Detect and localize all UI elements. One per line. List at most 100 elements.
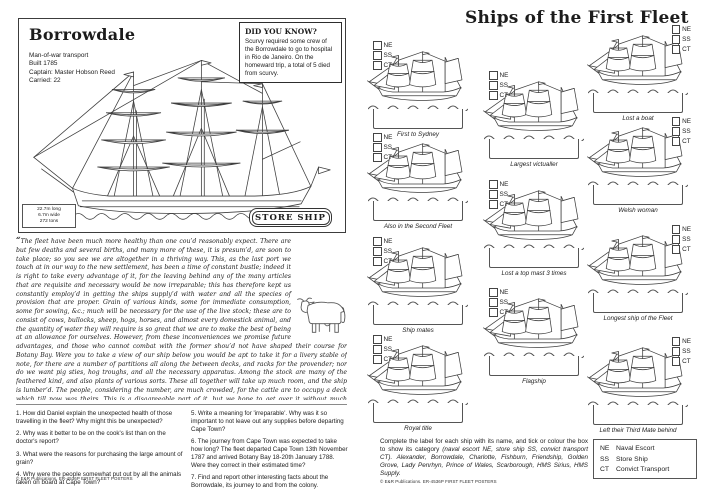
category-checkbox[interactable] bbox=[373, 335, 382, 344]
ship-name-write-box[interactable] bbox=[588, 401, 688, 425]
category-checkbox[interactable] bbox=[373, 133, 382, 142]
ship-caption: First to Sydney bbox=[397, 131, 439, 138]
page-title: Borrowdale bbox=[29, 25, 136, 44]
checkbox-row: NE bbox=[489, 180, 508, 189]
category-checkbox[interactable] bbox=[671, 225, 681, 234]
name-box-rect bbox=[489, 356, 579, 376]
category-checkbox[interactable] bbox=[671, 337, 681, 346]
category-checkbox[interactable] bbox=[489, 91, 498, 100]
text-line: 6.7m wide bbox=[38, 213, 60, 218]
cow-illustration bbox=[297, 297, 346, 333]
legend-code: SS bbox=[600, 455, 610, 463]
checkbox-label: CT bbox=[682, 137, 691, 145]
category-checkbox[interactable] bbox=[671, 347, 681, 356]
checkbox-row: CT bbox=[489, 200, 508, 209]
ship-name-write-box[interactable] bbox=[484, 244, 584, 268]
ship-name-write-box[interactable] bbox=[484, 352, 584, 376]
name-box-rect bbox=[373, 305, 463, 325]
category-checkbox[interactable] bbox=[489, 200, 498, 209]
category-checkbox[interactable] bbox=[671, 235, 681, 244]
checkbox-row: SS bbox=[671, 35, 691, 44]
publisher-footer: © E&R Publications. ER-4536P FIRST FLEET… bbox=[16, 476, 133, 481]
legend-code: CT bbox=[600, 466, 610, 473]
ship-caption: Royal title bbox=[404, 425, 432, 432]
checkbox-row: SS bbox=[373, 345, 392, 354]
southwell-quote: “The fleet have been much more healthy t… bbox=[16, 236, 347, 400]
instructions-ship-names: (naval escort NE, store ship SS, convict… bbox=[380, 446, 588, 478]
checkbox-label: NE bbox=[499, 71, 509, 79]
category-checkbox[interactable] bbox=[489, 81, 498, 90]
ship-name-write-box[interactable] bbox=[588, 89, 688, 113]
category-checkbox[interactable] bbox=[373, 41, 382, 50]
category-checkbox[interactable] bbox=[489, 71, 498, 80]
category-checkbox[interactable] bbox=[671, 45, 681, 54]
did-you-know-box: DID YOU KNOW? Scurvy required some crew … bbox=[239, 22, 342, 83]
ship-name-write-box[interactable] bbox=[368, 197, 468, 221]
category-checkbox[interactable] bbox=[671, 35, 681, 44]
category-checkbox[interactable] bbox=[671, 137, 681, 146]
text-line: Built 1785 bbox=[29, 60, 58, 68]
checkbox-label: SS bbox=[499, 81, 509, 89]
category-checkbox[interactable] bbox=[489, 180, 498, 189]
ship-name-write-box[interactable] bbox=[484, 135, 584, 159]
name-box-rect bbox=[593, 185, 683, 205]
category-checkbox[interactable] bbox=[489, 190, 498, 199]
category-checkbox[interactable] bbox=[373, 355, 382, 364]
category-checkbox[interactable] bbox=[671, 25, 681, 34]
checkbox-row: NE bbox=[671, 337, 691, 346]
category-checkbox[interactable] bbox=[373, 61, 382, 70]
ship-caption: Largest victualler bbox=[510, 161, 558, 168]
category-checkbox[interactable] bbox=[671, 117, 681, 126]
category-checkbox[interactable] bbox=[373, 237, 382, 246]
text-line: Captain: Master Hobson Reed bbox=[29, 68, 115, 76]
ship-name-write-box[interactable] bbox=[368, 399, 468, 423]
checkbox-row: CT bbox=[373, 257, 392, 266]
name-box-rect bbox=[373, 201, 463, 221]
category-checkbox[interactable] bbox=[489, 308, 498, 317]
checkbox-label: CT bbox=[383, 257, 393, 265]
name-box-rect bbox=[373, 403, 463, 423]
checkbox-row: NE bbox=[373, 237, 392, 246]
checkbox-label: NE bbox=[383, 335, 393, 343]
checkbox-label: NE bbox=[383, 133, 393, 141]
checkbox-label: CT bbox=[682, 357, 691, 365]
category-checkbox[interactable] bbox=[489, 288, 498, 297]
category-checkbox[interactable] bbox=[373, 51, 382, 60]
text-line: 22.7m long bbox=[37, 207, 61, 212]
category-checkbox[interactable] bbox=[373, 247, 382, 256]
category-checkbox[interactable] bbox=[373, 345, 382, 354]
ship-name-write-box[interactable] bbox=[588, 289, 688, 313]
checkbox-row: NE bbox=[671, 25, 691, 34]
category-checkbox[interactable] bbox=[671, 245, 681, 254]
ship-illustration bbox=[483, 81, 579, 131]
category-checkbox[interactable] bbox=[373, 143, 382, 152]
ship-name-write-box[interactable] bbox=[368, 301, 468, 325]
checkbox-row: SS bbox=[373, 143, 392, 152]
ship-name-write-box[interactable] bbox=[588, 181, 688, 205]
checkbox-label: NE bbox=[682, 337, 691, 345]
quote-text: The fleet have been much more healthy th… bbox=[16, 238, 347, 400]
category-checkbox[interactable] bbox=[671, 127, 681, 136]
did-you-know-title: DID YOU KNOW? bbox=[245, 27, 317, 36]
divider-rule bbox=[16, 404, 347, 405]
ship-name-write-box[interactable] bbox=[368, 105, 468, 129]
text-line: 3. What were the reasons for purchasing … bbox=[16, 450, 183, 466]
checkbox-label: NE bbox=[383, 237, 393, 245]
category-checkbox[interactable] bbox=[373, 257, 382, 266]
category-checkbox[interactable] bbox=[489, 298, 498, 307]
category-checkbox[interactable] bbox=[671, 357, 681, 366]
text-line: 1. How did Daniel explain the unexpected… bbox=[16, 410, 173, 425]
category-checkbox[interactable] bbox=[373, 153, 382, 162]
checkbox-row: NE bbox=[373, 133, 392, 142]
